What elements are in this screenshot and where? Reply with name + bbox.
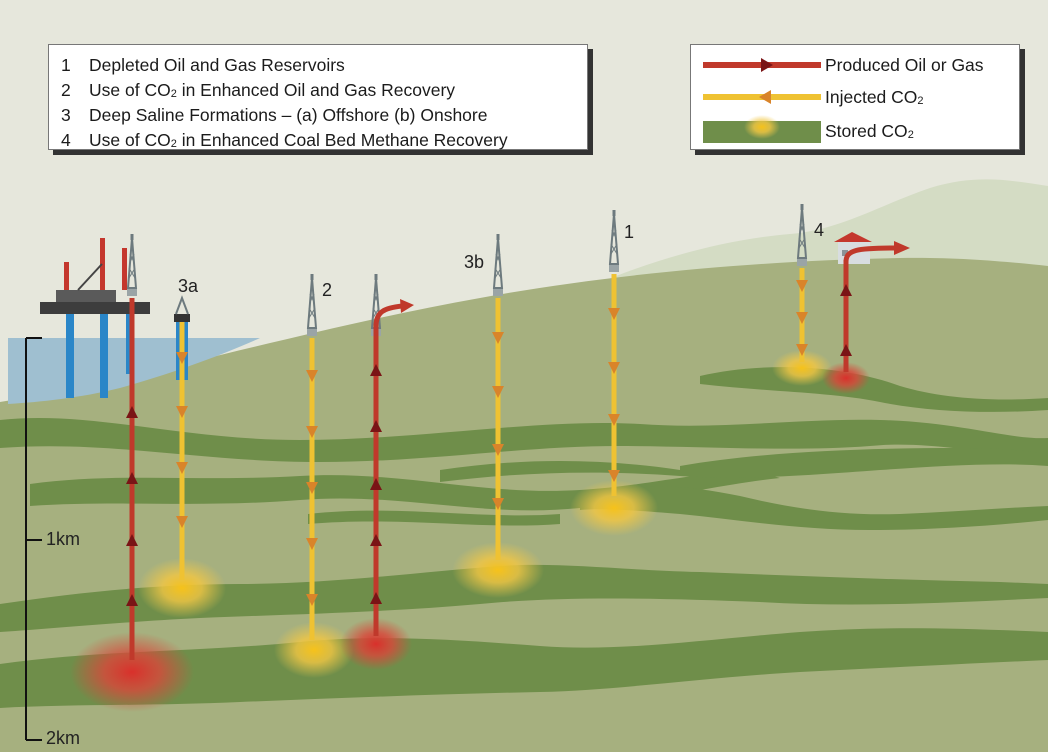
flow-arrow <box>840 284 852 296</box>
exit-arrow-icon <box>894 241 910 255</box>
well-3a-injected <box>179 322 185 580</box>
well-4-produced <box>843 260 849 372</box>
flow-arrow <box>608 414 620 426</box>
site-label-1: 1 <box>624 222 635 242</box>
key-injected: Injected CO2 <box>691 83 1019 113</box>
flow-arrow <box>176 406 188 418</box>
injected-arrow-icon <box>703 90 821 104</box>
well-4-exit <box>843 245 897 263</box>
flow-arrow <box>840 344 852 356</box>
flow-arrow <box>796 344 808 356</box>
flow-arrow <box>370 420 382 432</box>
well-1-injected <box>611 274 617 496</box>
flow-arrow <box>608 308 620 320</box>
flow-arrow <box>306 482 318 494</box>
depth-label-1km: 1km <box>46 529 81 549</box>
key-produced: Produced Oil or Gas <box>691 51 1019 81</box>
flow-arrow <box>306 426 318 438</box>
flow-arrow <box>306 538 318 550</box>
flow-arrow <box>176 352 188 364</box>
flow-arrow <box>796 312 808 324</box>
exit-arrow-icon <box>400 299 414 313</box>
produced-arrow-icon <box>703 58 821 72</box>
well-2-exit <box>373 303 403 327</box>
flow-arrow <box>126 472 138 484</box>
flow-arrow <box>176 462 188 474</box>
flow-arrow <box>492 332 504 344</box>
site-label-3b: 3b <box>464 252 485 272</box>
wells <box>126 241 910 660</box>
flow-arrow <box>306 594 318 606</box>
flow-arrow <box>370 478 382 490</box>
flow-arrow <box>796 280 808 292</box>
flow-arrow <box>608 362 620 374</box>
stored-swatch-icon <box>703 115 821 143</box>
depth-scale <box>25 337 42 741</box>
site-label-2: 2 <box>322 280 333 300</box>
site-label-4: 4 <box>814 220 825 240</box>
flow-arrow <box>306 370 318 382</box>
key-stored: Stored CO2 <box>691 115 1019 145</box>
flow-arrow <box>492 444 504 456</box>
site-label-3a: 3a <box>178 276 199 296</box>
well-3b-injected <box>495 298 501 560</box>
flow-arrow <box>370 534 382 546</box>
flow-arrow <box>370 592 382 604</box>
depth-label-2km: 2km <box>46 728 81 748</box>
flow-arrow <box>492 386 504 398</box>
flow-arrow <box>126 406 138 418</box>
flow-arrow <box>608 470 620 482</box>
flow-arrow <box>176 516 188 528</box>
storage-glows <box>70 350 870 712</box>
flow-arrow <box>126 594 138 606</box>
flow-arrow <box>126 534 138 546</box>
legend-key: Produced Oil or Gas Injected CO2 Stored … <box>690 44 1020 150</box>
flow-arrow <box>370 364 382 376</box>
flow-arrow <box>492 498 504 510</box>
